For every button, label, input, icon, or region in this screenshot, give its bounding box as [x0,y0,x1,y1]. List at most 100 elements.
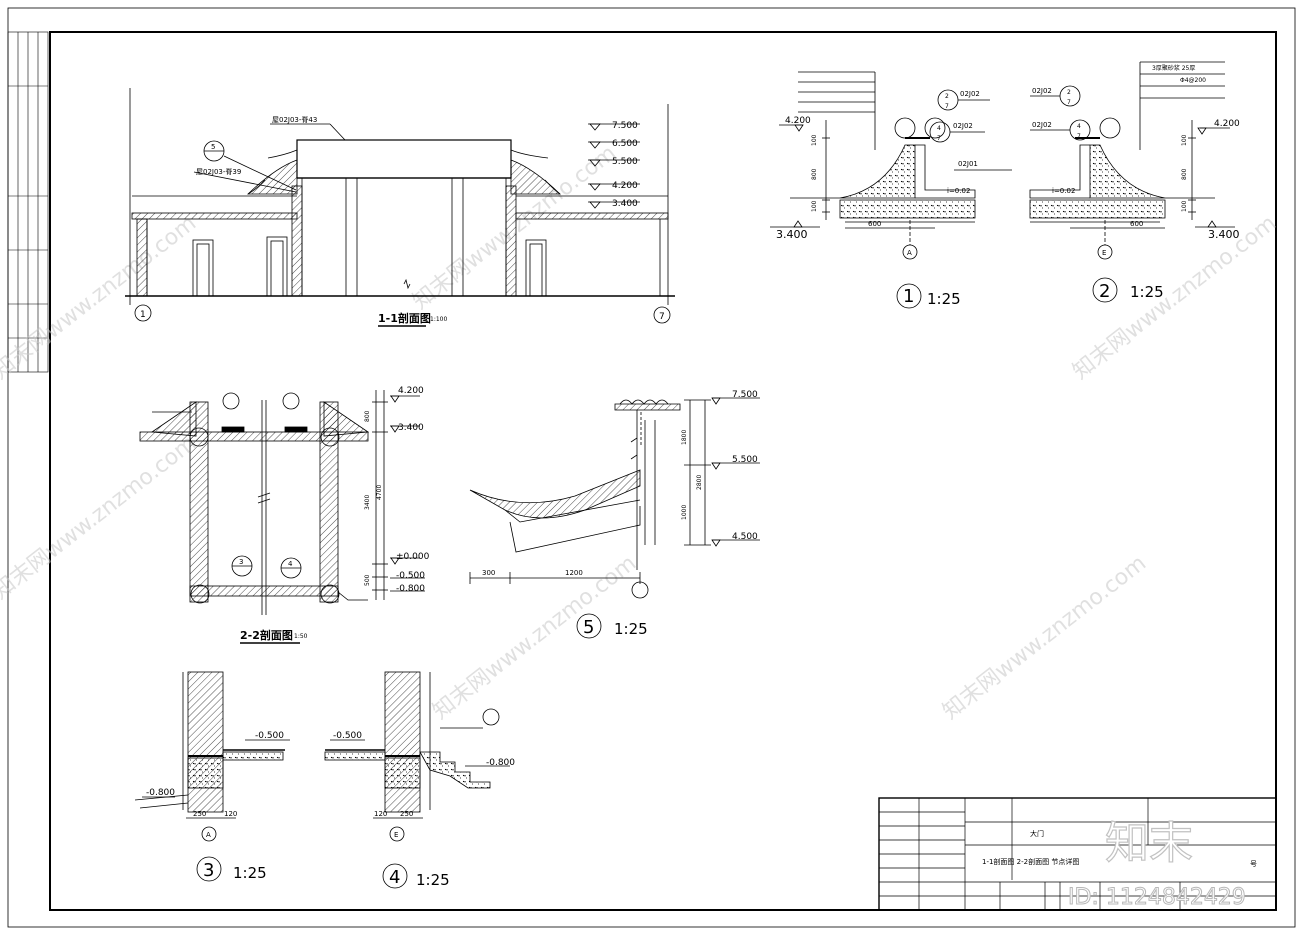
d3-level-m0500: -0.500 [255,731,284,741]
d1-scale: 1:25 [927,290,961,308]
d1-dim-100b: 100 [811,200,818,212]
ridge-ref-39: 屋02J03-脊39 [196,167,241,176]
d5-level-5500: 5.500 [732,455,758,465]
d1-slope: i=0.02 [947,187,970,195]
d4-number: 4 [389,867,400,888]
watermark-text: 知末网www.znzmo.com [428,551,641,725]
watermark-id: ID: 1124842429 [1068,885,1246,910]
watermark-text: 知末网www.znzmo.com [0,431,201,605]
d3-axis: A [206,831,211,839]
d3-number: 3 [203,860,214,881]
d5-dim-1000: 1000 [681,505,688,520]
d3-level-m0800: -0.800 [146,788,175,798]
level-7500: 7.500 [612,121,638,131]
d1-width: 600 [868,220,881,228]
detail-3 [134,671,290,882]
d3-dim-120: 120 [224,810,237,818]
ridge-ref-43: 屋02J03-脊43 [272,115,317,124]
s22-level-m0800: -0.800 [396,584,425,594]
d2-slope: i=0.02 [1052,187,1075,195]
d2-ref-num-2: 4 [1077,123,1081,130]
drawing-number-label: 号 [1250,860,1257,868]
d4-axis: E [394,831,398,839]
level-4200: 4.200 [612,181,638,191]
d1-ref-num-2: 4 [937,125,941,132]
watermark-text: 知末网www.znzmo.com [0,211,201,385]
s22-level-m0500: -0.500 [396,571,425,581]
d1-ref-2: 02J02 [953,122,973,130]
d2-note-rebar: Φ4@200 [1180,77,1206,84]
d5-number: 5 [583,617,594,638]
d2-axis: E [1102,249,1106,257]
d5-scale: 1:25 [614,620,648,638]
d1-elev-3400: 3.400 [776,228,808,241]
d5-dim-2800: 2800 [696,475,703,490]
section-1-1-scale: 1:100 [430,316,447,323]
level-3400: 3.400 [612,199,638,209]
section-1-1-title: 1-1剖面图 [378,311,431,325]
d2-width: 600 [1130,220,1143,228]
d2-ref-sheet-1: 7 [1067,99,1071,106]
project-name: 大门 [1030,829,1044,838]
d2-elev-4200: 4.200 [1214,119,1240,129]
d4-dim-250: 250 [400,810,413,818]
section-2-2-scale: 1:50 [294,633,308,640]
d4-scale: 1:25 [416,871,450,889]
level-5500: 5.500 [612,157,638,167]
s22-level-3400: 3.400 [398,423,424,433]
detail-5-marker: 5 [211,143,215,151]
d2-elev-3400: 3.400 [1208,228,1240,241]
axis-7: 7 [659,312,665,322]
d3-dim-250: 250 [193,810,206,818]
d1-elev-4200: 4.200 [785,116,811,126]
d4-level-m0500: -0.500 [333,731,362,741]
detail-4 [324,671,510,889]
s22-level-0: ±0.000 [396,552,430,562]
d1-axis: A [907,249,912,257]
watermark-text: 知末网www.znzmo.com [938,551,1151,725]
s22-dim-3400: 3400 [364,495,371,510]
d5-level-4500: 4.500 [732,532,758,542]
d2-ref-num-1: 2 [1067,89,1071,96]
drawing-name: 1-1剖面图 2-2剖面图 节点详图 [982,857,1079,866]
d1-ref-num-1: 2 [945,93,949,100]
d2-note-top: 3厚聚砂浆 25厚 [1152,64,1195,72]
s22-marker-3: 3 [239,558,243,566]
d2-scale: 1:25 [1130,283,1164,301]
d4-level-m0800: -0.800 [486,758,515,768]
d5-dim-1200: 1200 [565,569,583,577]
d1-ref-sheet-1: 7 [945,103,949,110]
d5-level-7500: 7.500 [732,390,758,400]
level-6500: 6.500 [612,139,638,149]
d2-dim-100b: 100 [1181,200,1188,212]
d1-number: 1 [903,286,914,307]
s22-dim-800: 800 [364,410,371,422]
s22-dim-4700: 4700 [376,485,383,500]
detail-1 [770,71,1012,309]
s22-dim-500: 500 [364,574,371,586]
d4-dim-120: 120 [374,810,387,818]
section-1-1 [125,88,675,327]
d1-dim-800: 800 [811,168,818,180]
axis-1: 1 [140,310,146,320]
d2-ref-2: 02J02 [1032,121,1052,129]
d1-ref-3: 02J01 [958,160,978,168]
d2-number: 2 [1099,281,1110,302]
d2-dim-800: 800 [1181,168,1188,180]
d2-dim-100: 100 [1181,134,1188,146]
detail-2 [1029,61,1235,303]
d1-ref-sheet-2: 7 [937,135,941,142]
s22-marker-4: 4 [288,560,293,568]
d5-dim-300: 300 [482,569,495,577]
d1-ref-1: 02J02 [960,90,980,98]
s22-level-4200: 4.200 [398,386,424,396]
section-2-2 [139,390,425,644]
brand-logo-text: 知末 [1105,818,1193,869]
detail-5 [469,397,760,639]
title-block [878,797,1277,911]
d1-dim-100: 100 [811,134,818,146]
d2-ref-1: 02J02 [1032,87,1052,95]
d3-scale: 1:25 [233,864,267,882]
level-marks [588,123,640,209]
